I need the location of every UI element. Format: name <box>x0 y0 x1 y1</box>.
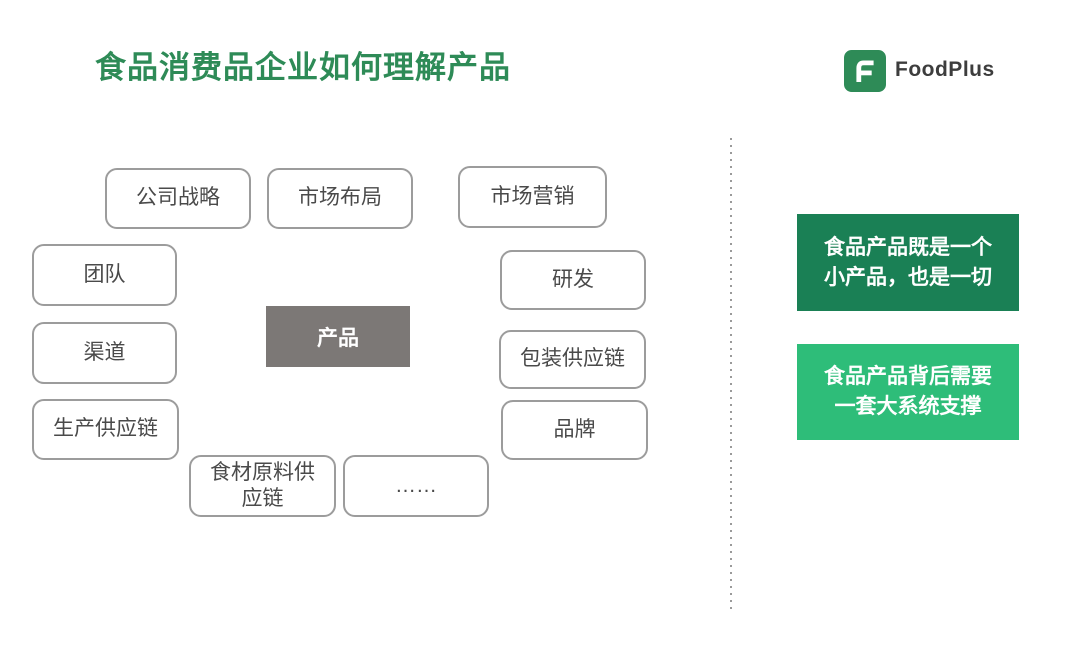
callout-line: 一套大系统支撑 <box>834 395 982 418</box>
node-channel: 渠道 <box>32 322 177 384</box>
node-packaging-supply-chain: 包装供应链 <box>499 330 646 389</box>
node-company-strategy: 公司战略 <box>105 168 251 229</box>
node-marketing: 市场营销 <box>458 166 607 228</box>
callout-product-is-everything: 食品产品既是一个 小产品，也是一切 <box>797 214 1019 311</box>
node-ellipsis: …… <box>343 455 489 517</box>
node-production-supply-chain: 生产供应链 <box>32 399 179 460</box>
page-title: 食品消费品企业如何理解产品 <box>95 50 511 85</box>
node-team: 团队 <box>32 244 177 306</box>
callout-line: 食品产品既是一个 <box>824 235 992 259</box>
node-brand: 品牌 <box>501 400 648 460</box>
callout-line: 小产品，也是一切 <box>824 265 992 289</box>
callout-line: 食品产品背后需要 <box>824 365 992 389</box>
brand-name: FoodPlus <box>895 58 995 81</box>
foodplus-logo-icon <box>844 50 886 92</box>
callout-system-support: 食品产品背后需要 一套大系统支撑 <box>797 344 1019 440</box>
node-ingredient-supply-chain: 食材原料供应链 <box>189 455 336 517</box>
node-product-center: 产品 <box>266 306 410 367</box>
node-rnd: 研发 <box>500 250 646 310</box>
node-market-layout: 市场布局 <box>267 168 413 229</box>
dotted-divider <box>730 138 732 612</box>
